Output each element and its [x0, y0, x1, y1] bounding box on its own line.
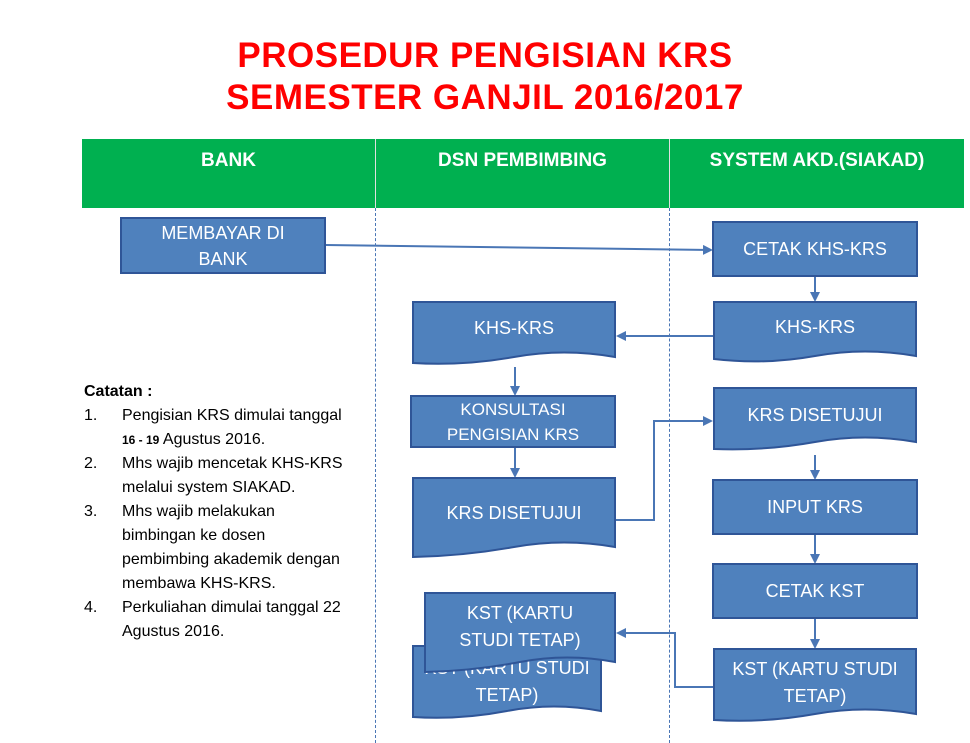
cetak-khs-krs-label: CETAK KHS-KRS — [743, 239, 887, 259]
dsn-khs-krs-label: KHS-KRS — [473, 317, 554, 338]
pay-at-bank-label: MEMBAYAR DI BANK — [161, 222, 285, 269]
page-title-line2: SEMESTER GANJIL 2016/2017 — [226, 78, 744, 117]
note-item-3: 3. Mhs wajib melakukan bimbingan ke dose… — [84, 500, 344, 596]
note-number-2: 2. — [84, 455, 98, 472]
sys-khs-krs-document: KHS-KRS — [713, 301, 917, 365]
dsn-krs-disetujui-label: KRS DISETUJUI — [446, 502, 582, 523]
dsn-krs-disetujui-document: KRS DISETUJUI — [412, 477, 616, 561]
dsn-khs-krs-document: KHS-KRS — [412, 301, 616, 367]
note-item-1: 1. Pengisian KRS dimulai tanggal 16 - 19… — [84, 404, 344, 452]
konsultasi-label: KONSULTASI PENGISIAN KRS — [446, 399, 580, 444]
arrow-sys-kst-to-dsn-kst — [616, 628, 713, 688]
note-number-1: 1. — [84, 407, 98, 424]
cetak-khs-krs-step: CETAK KHS-KRS — [712, 221, 918, 277]
note-item-2: 2. Mhs wajib mencetak KHS-KRS melalui sy… — [84, 452, 344, 500]
note-1-text-end: Agustus 2016. — [162, 431, 266, 448]
page-title-line1: PROSEDUR PENGISIAN KRS — [237, 36, 733, 75]
konsultasi-step: KONSULTASI PENGISIAN KRS — [410, 395, 616, 448]
lane-header-system: SYSTEM AKD.(SIAKAD) — [670, 139, 964, 208]
notes-section: Catatan : 1. Pengisian KRS dimulai tangg… — [84, 380, 344, 644]
dsn-kst-front-document: KST (KARTU STUDI TETAP) — [424, 592, 616, 676]
note-number-4: 4. — [84, 599, 98, 616]
note-1-dates: 16 - 19 — [122, 433, 160, 447]
notes-heading: Catatan : — [84, 383, 153, 400]
input-krs-step: INPUT KRS — [712, 479, 918, 535]
lane-header-bank: BANK — [82, 139, 376, 208]
cetak-kst-step: CETAK KST — [712, 563, 918, 619]
sys-krs-disetujui-label: KRS DISETUJUI — [747, 404, 883, 425]
arrow-dsn-disetujui-to-sys — [616, 416, 713, 521]
sys-kst-label: KST (KARTU STUDI TETAP) — [732, 659, 898, 706]
sys-krs-disetujui-document: KRS DISETUJUI — [713, 387, 917, 457]
note-3-text: Mhs wajib melakukan bimbingan ke dosen p… — [122, 503, 340, 592]
note-2-text: Mhs wajib mencetak KHS-KRS melalui syste… — [122, 455, 343, 496]
note-1-text-start: Pengisian KRS dimulai tanggal — [122, 407, 342, 424]
dsn-kst-front-label: KST (KARTU STUDI TETAP) — [459, 603, 581, 650]
arrow-bank-to-cetak — [325, 244, 713, 255]
input-krs-label: INPUT KRS — [767, 497, 863, 517]
note-item-4: 4. Perkuliahan dimulai tanggal 22 Agustu… — [84, 596, 344, 644]
lane-header-dosen: DSN PEMBIMBING — [376, 139, 670, 208]
sys-kst-document: KST (KARTU STUDI TETAP) — [713, 648, 917, 722]
sys-khs-krs-label: KHS-KRS — [774, 316, 855, 337]
cetak-kst-label: CETAK KST — [765, 581, 865, 601]
note-number-3: 3. — [84, 503, 98, 520]
lane-divider-1 — [375, 208, 376, 743]
note-4-text: Perkuliahan dimulai tanggal 22 Agustus 2… — [122, 599, 341, 640]
pay-at-bank-step: MEMBAYAR DI BANK — [120, 217, 326, 274]
lane-divider-2 — [669, 208, 670, 743]
